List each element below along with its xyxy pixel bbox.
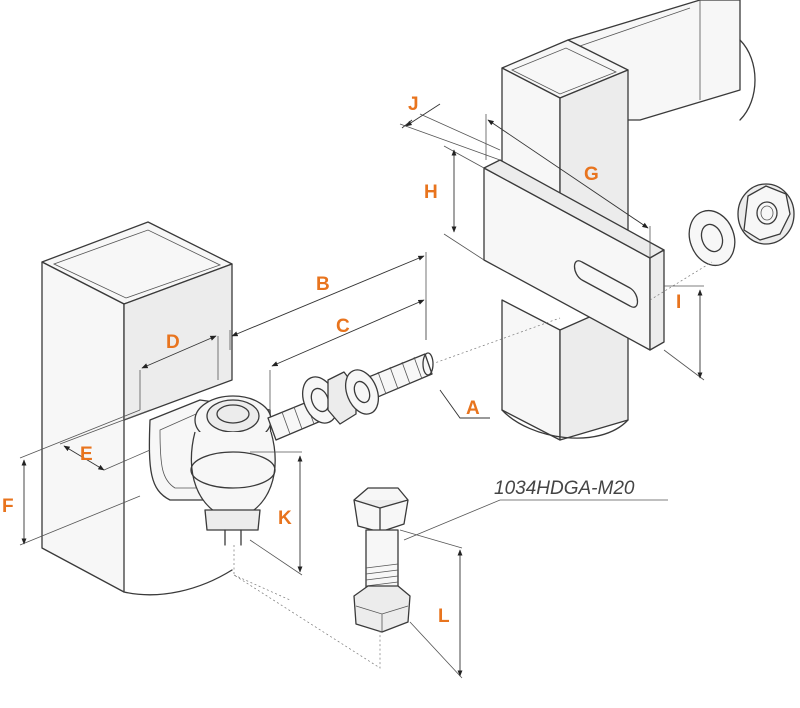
label-A: A — [466, 398, 480, 419]
label-D: D — [166, 332, 180, 353]
label-G: G — [584, 164, 599, 185]
hex-bolt — [353, 487, 411, 633]
label-F: F — [2, 496, 14, 517]
loose-washer — [688, 209, 736, 267]
label-E: E — [80, 444, 93, 465]
dimension-labels: A B C D E F G H I J K L 1034HDGA-M20 — [2, 94, 681, 627]
label-B: B — [316, 274, 330, 295]
hinge-bracket — [148, 395, 276, 546]
flange-nut — [737, 183, 795, 245]
label-L: L — [438, 606, 450, 627]
threaded-stud — [267, 352, 434, 441]
label-I: I — [676, 292, 681, 313]
label-K: K — [278, 508, 292, 529]
label-J: J — [408, 94, 419, 115]
label-H: H — [424, 182, 438, 203]
model-code-label: 1034HDGA-M20 — [494, 478, 635, 499]
projection-lines — [233, 261, 713, 669]
dimension-lines — [19, 103, 705, 679]
label-C: C — [336, 316, 350, 337]
